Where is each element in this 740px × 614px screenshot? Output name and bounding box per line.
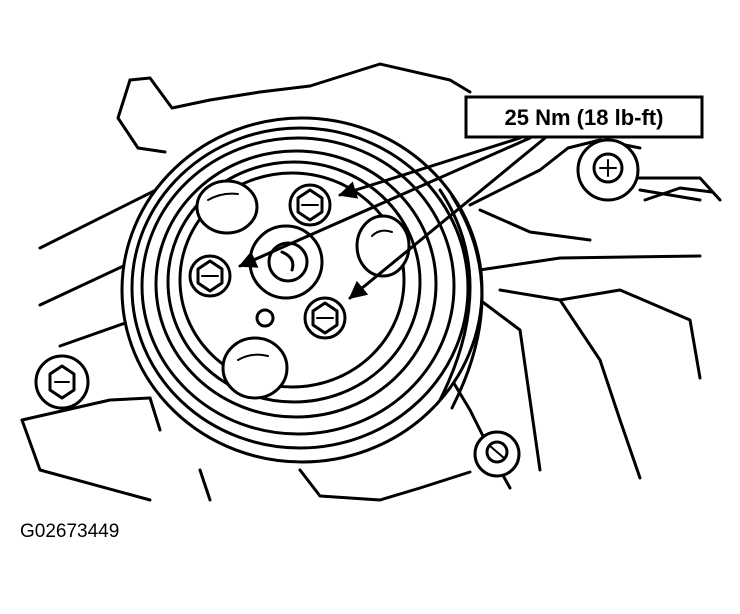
torque-callout: 25 Nm (18 lb-ft) <box>464 95 704 139</box>
torque-label: 25 Nm (18 lb-ft) <box>505 105 664 130</box>
pulley-bolt-top <box>288 183 332 227</box>
access-hole-right <box>355 214 411 278</box>
callout-leader-arrows <box>238 136 547 300</box>
access-hole-lower <box>221 336 289 400</box>
arrow-to-bolt-top <box>338 136 522 199</box>
arrow-to-bolt-left <box>238 136 532 268</box>
lower-right-mount-bolt <box>473 430 521 478</box>
left-mount-bolt <box>34 354 90 410</box>
pulley-bolt-left <box>188 254 232 298</box>
pulley-bolt-bottom <box>303 296 347 340</box>
arrow-to-bolt-bottom <box>348 136 547 300</box>
pilot-hole <box>255 308 275 328</box>
figure-id-label: G02673449 <box>20 521 119 542</box>
pulley-hub <box>248 224 324 300</box>
access-hole-upper-left <box>195 179 259 235</box>
upper-right-mount-bolt <box>576 138 722 202</box>
